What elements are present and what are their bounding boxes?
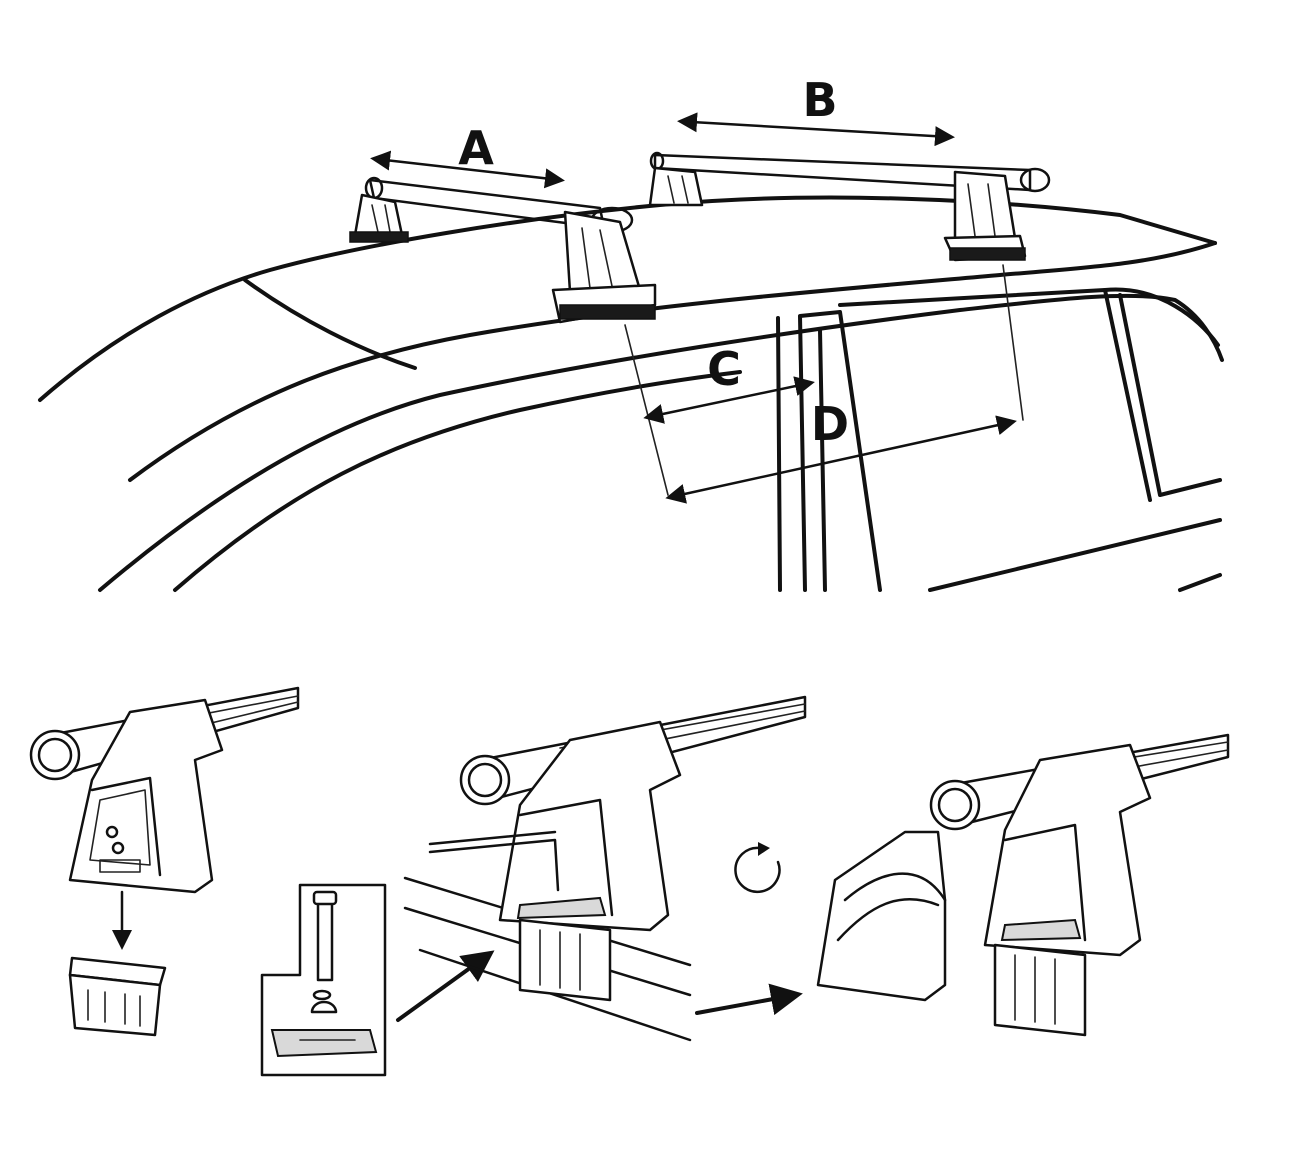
insert-bolt-arrow (396, 950, 495, 1022)
dimension-a-label: A (458, 121, 494, 175)
dimension-a: A (370, 121, 565, 189)
dimension-c-arrow (643, 376, 815, 424)
rotate-icon (734, 842, 781, 894)
step-attach-cover (816, 733, 1230, 1037)
dimension-d-arrow (665, 415, 1017, 504)
inset-bolt-detail (260, 883, 387, 1077)
dimension-d-label: D (811, 397, 849, 451)
step-remove-pad (29, 686, 300, 1037)
dimension-a-arrow (370, 150, 565, 189)
dimension-b-arrow (677, 112, 955, 147)
front-roof-bar (349, 176, 657, 324)
dimension-b-label: B (802, 73, 837, 127)
attach-cover-arrow (695, 983, 803, 1016)
dimension-d: D (665, 264, 1024, 504)
car-body-outline (38, 195, 1224, 592)
dimension-c-label: C (707, 342, 741, 396)
rear-roof-bar (648, 151, 1051, 262)
removed-pad (68, 956, 167, 1037)
dimension-c: C (624, 324, 815, 496)
dimension-b: B (677, 73, 955, 147)
step-tighten-bolt (403, 695, 807, 1042)
